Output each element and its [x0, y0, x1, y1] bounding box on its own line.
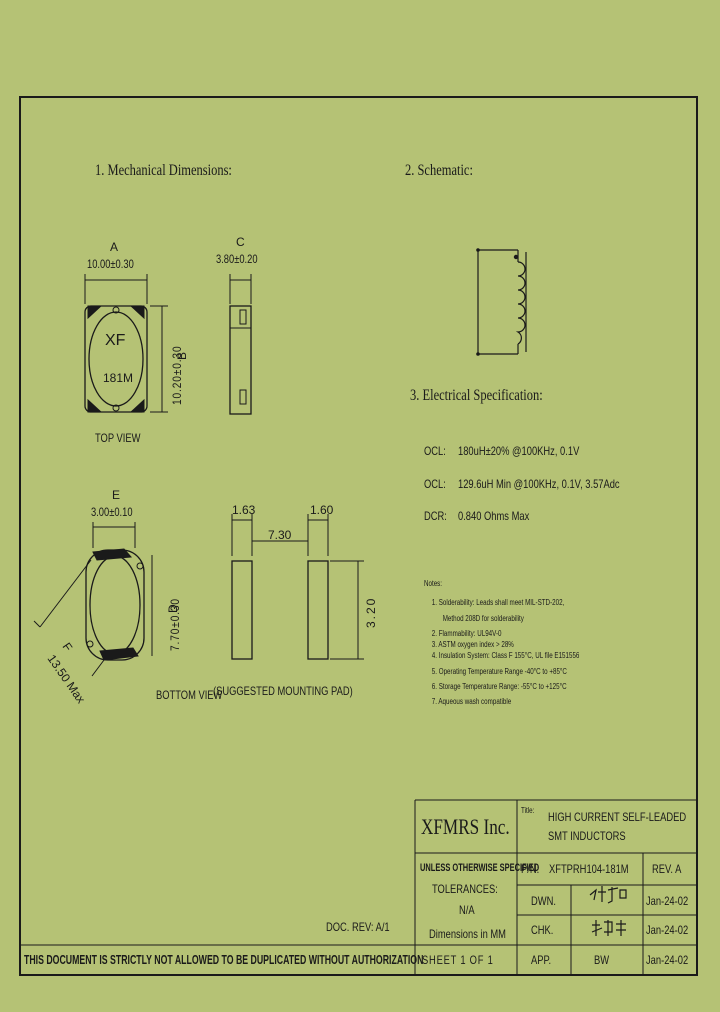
heading-schematic: 2. Schematic:	[405, 162, 473, 179]
pad-right-width: 1.60	[310, 503, 334, 517]
note-item: 5. Operating Temperature Range -40°C to …	[431, 666, 567, 676]
app-name: BW	[594, 953, 610, 967]
tolerances-value: N/A	[459, 903, 475, 917]
pn-value: XFTPRH104-181M	[549, 862, 629, 876]
note-item: 3. ASTM oxygen index > 28%	[431, 640, 514, 650]
side-view-drawing	[229, 274, 252, 415]
dim-c-letter: C	[236, 235, 245, 249]
dim-e-letter: E	[112, 488, 121, 502]
spec-ocl-label: OCL:	[424, 444, 446, 458]
company-name: XFMRS Inc.	[421, 814, 510, 839]
spec-dcr-label: DCR:	[424, 509, 447, 523]
unless-specified: UNLESS OTHERWISE SPECIFIED	[420, 862, 540, 874]
spec-ocl-min-label: OCL:	[424, 477, 446, 491]
heading-mechanical: 1. Mechanical Dimensions:	[95, 162, 232, 179]
label-bottom-view: BOTTOM VIEW	[156, 688, 223, 702]
dim-d-value: 7.70±0.30	[168, 598, 182, 651]
doc-revision: DOC. REV: A/1	[326, 920, 390, 934]
dwn-label: DWN.	[531, 894, 556, 908]
dwn-date: Jan-24-02	[646, 894, 689, 908]
pad-left-width: 1.63	[232, 503, 256, 517]
dim-a-letter: A	[110, 240, 119, 254]
spec-ocl-min-value: 129.6uH Min @100KHz, 0.1V, 3.57Adc	[458, 477, 620, 491]
revision: REV. A	[652, 862, 682, 876]
spec-ocl-value: 180uH±20% @100KHz, 0.1V	[458, 444, 580, 458]
notes-block: Notes: 1. Solderability: Leads shall mee…	[424, 578, 579, 708]
title-block-grid	[19, 799, 698, 975]
dimensions-unit: Dimensions in MM	[429, 927, 506, 941]
top-view-drawing	[84, 274, 168, 413]
label-top-view: TOP VIEW	[95, 431, 141, 445]
signature-drawn	[589, 886, 627, 904]
part-brand: XF	[105, 332, 126, 349]
pn-label: P/N:	[521, 862, 540, 876]
drawing-frame	[19, 96, 698, 976]
duplication-warning: THIS DOCUMENT IS STRICTLY NOT ALLOWED TO…	[24, 953, 424, 967]
app-label: APP.	[531, 953, 552, 967]
schematic-drawing	[476, 248, 527, 356]
dim-e-value: 3.00±0.10	[91, 505, 133, 519]
mounting-pad-drawing	[231, 514, 364, 660]
title-label: Title:	[521, 806, 535, 815]
sheet-number: SHEET 1 OF 1	[422, 953, 494, 967]
title-line-2: SMT INDUCTORS	[548, 829, 626, 843]
heading-electrical: 3. Electrical Specification:	[410, 387, 543, 404]
app-date: Jan-24-02	[646, 953, 689, 967]
dim-c-value: 3.80±0.20	[216, 252, 258, 266]
chk-label: CHK.	[531, 923, 554, 937]
note-item: 4. Insulation System: Class F 155°C, UL …	[431, 651, 580, 661]
notes-title: Notes:	[424, 579, 443, 588]
note-item: 7. Aqueous wash compatible	[431, 697, 512, 707]
pad-height: 3.20	[364, 596, 378, 628]
spec-dcr-value: 0.840 Ohms Max	[458, 509, 530, 523]
dim-a-value: 10.00±0.30	[87, 257, 134, 271]
part-code: 181M	[103, 371, 134, 385]
label-mounting-pad: (SUGGESTED MOUNTING PAD)	[213, 684, 353, 698]
note-item: 2. Flammability: UL94V-0	[431, 628, 502, 638]
note-item: 1. Solderability: Leads shall meet MIL-S…	[431, 598, 565, 608]
title-line-1: HIGH CURRENT SELF-LEADED	[548, 810, 687, 824]
pad-gap: 7.30	[268, 528, 292, 542]
chk-date: Jan-24-02	[646, 923, 689, 937]
note-item: 6. Storage Temperature Range: -55°C to +…	[431, 682, 567, 692]
note-item: Method 208D for solderability	[442, 613, 524, 623]
bottom-view-drawing	[33, 522, 153, 677]
tolerances-label: TOLERANCES:	[432, 882, 498, 896]
signature-checked	[591, 920, 626, 936]
dim-b-value: 10.20±0.30	[170, 345, 184, 405]
